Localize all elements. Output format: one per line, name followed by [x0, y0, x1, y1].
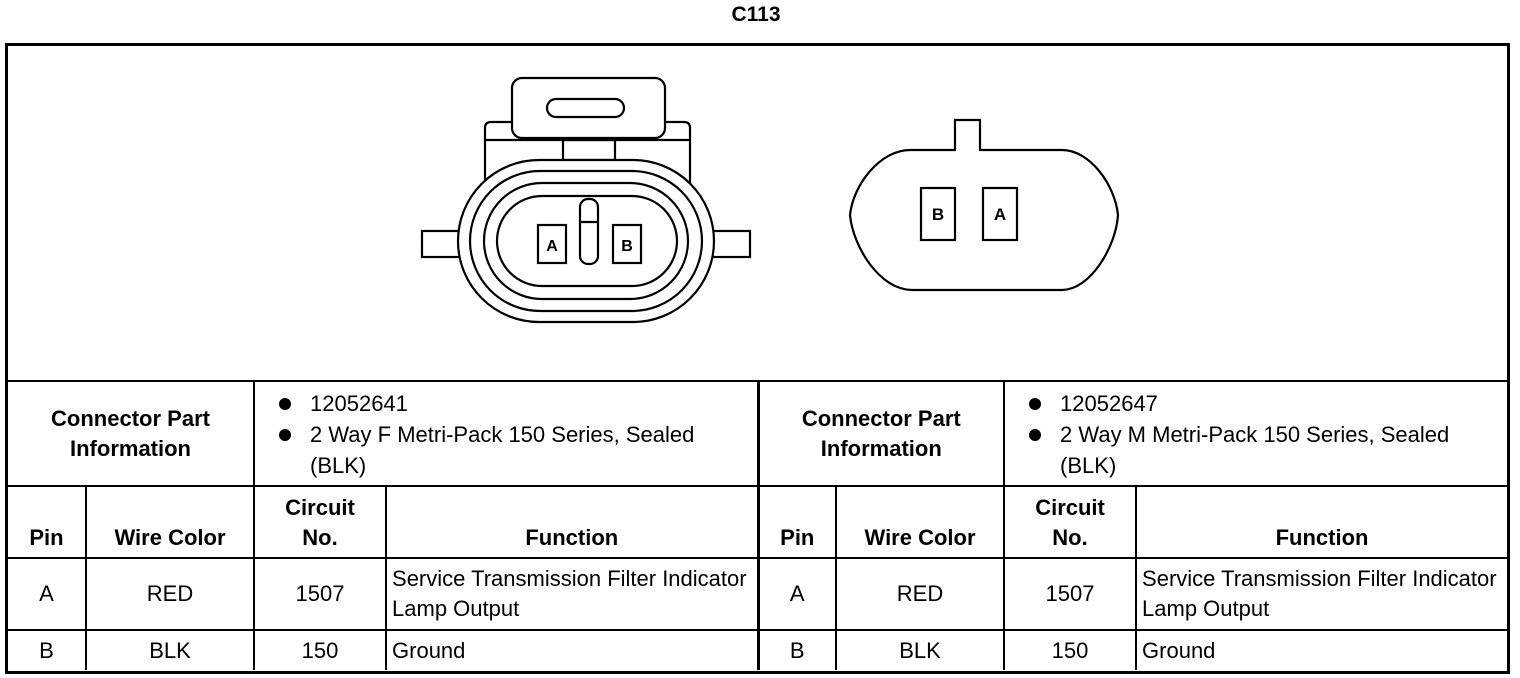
header-circuit-right: Circuit No.	[1003, 485, 1138, 559]
header-function-left: Function	[385, 485, 760, 559]
bullet-icon	[1029, 429, 1042, 441]
male-connector-drawing	[848, 118, 1120, 292]
wire-color-cell: RED	[84, 557, 256, 631]
female-side-ear-left	[420, 229, 464, 259]
female-cavity-b	[611, 223, 643, 265]
table-row: A RED 1507 Service Transmission Filter I…	[8, 557, 1508, 631]
female-seal-ring-2	[482, 181, 690, 301]
circuit-cell: 1507	[253, 557, 388, 631]
male-cavity-label-b: B	[932, 205, 944, 224]
function-cell: Ground	[1135, 629, 1508, 670]
male-cavity-b	[919, 186, 957, 242]
pin-cell: A	[757, 557, 838, 631]
female-polarization-key	[578, 197, 600, 266]
pin-cell: B	[8, 629, 87, 670]
circuit-cell: 1507	[1003, 557, 1138, 631]
function-cell: Ground	[385, 629, 760, 670]
female-seal-ring-1	[468, 169, 704, 313]
female-connector-drawing	[420, 76, 752, 324]
female-cavity-label-b: B	[621, 238, 633, 255]
wire-color-cell: BLK	[835, 629, 1006, 670]
connector-title: C113	[731, 3, 781, 26]
connector-info-row: Connector Part Information 12052641 2 Wa…	[8, 380, 1508, 487]
connector-diagram: A B B A	[8, 46, 1507, 380]
header-pin-right: Pin	[757, 485, 838, 559]
female-body-shoulders	[483, 120, 692, 195]
bullet-icon	[279, 398, 292, 410]
header-function-right: Function	[1135, 485, 1508, 559]
connector-part-info-left: 12052641 2 Way F Metri-Pack 150 Series, …	[253, 380, 760, 487]
female-terminal-cavity	[495, 194, 679, 288]
bullet-icon	[279, 429, 292, 441]
pin-cell: A	[8, 557, 87, 631]
wire-color-cell: BLK	[84, 629, 256, 670]
female-collar-tab	[561, 138, 617, 162]
connector-part-info-label-left: Connector Part Information	[8, 380, 256, 487]
header-pin-left: Pin	[8, 485, 87, 559]
male-cavity-a	[981, 186, 1019, 242]
header-wire-color-right: Wire Color	[835, 485, 1006, 559]
female-latch-slot	[545, 97, 626, 119]
female-cavity-label-a: A	[546, 238, 558, 255]
part-description-right: 2 Way M Metri-Pack 150 Series, Sealed (B…	[1029, 419, 1499, 481]
connector-drawings: A B B A	[420, 76, 1120, 324]
female-latch-housing	[510, 76, 667, 140]
part-number-right: 12052647	[1029, 388, 1499, 419]
header-wire-color-left: Wire Color	[84, 485, 256, 559]
bullet-icon	[1029, 398, 1042, 410]
table-row: B BLK 150 Ground B BLK 150 Ground	[8, 629, 1508, 670]
function-cell: Service Transmission Filter Indicator La…	[385, 557, 760, 631]
connector-part-info-right: 12052647 2 Way M Metri-Pack 150 Series, …	[1003, 380, 1508, 487]
header-circuit-left: Circuit No.	[253, 485, 388, 559]
pin-cell: B	[757, 629, 838, 670]
part-number-left: 12052641	[279, 388, 749, 419]
circuit-cell: 150	[1003, 629, 1138, 670]
part-description-left: 2 Way F Metri-Pack 150 Series, Sealed (B…	[279, 419, 749, 481]
male-cavity-label-a: A	[994, 205, 1006, 224]
female-cavity-a	[536, 223, 568, 265]
table-header-row: Pin Wire Color Circuit No. Function Pin …	[8, 485, 1508, 559]
connector-part-info-label-right: Connector Part Information	[757, 380, 1006, 487]
pinout-table: Connector Part Information 12052641 2 Wa…	[8, 380, 1508, 670]
function-cell: Service Transmission Filter Indicator La…	[1135, 557, 1508, 631]
circuit-cell: 150	[253, 629, 388, 670]
wire-color-cell: RED	[835, 557, 1006, 631]
female-side-ear-right	[708, 229, 752, 259]
connector-frame: A B B A Connector Part Information 12052…	[5, 43, 1510, 674]
